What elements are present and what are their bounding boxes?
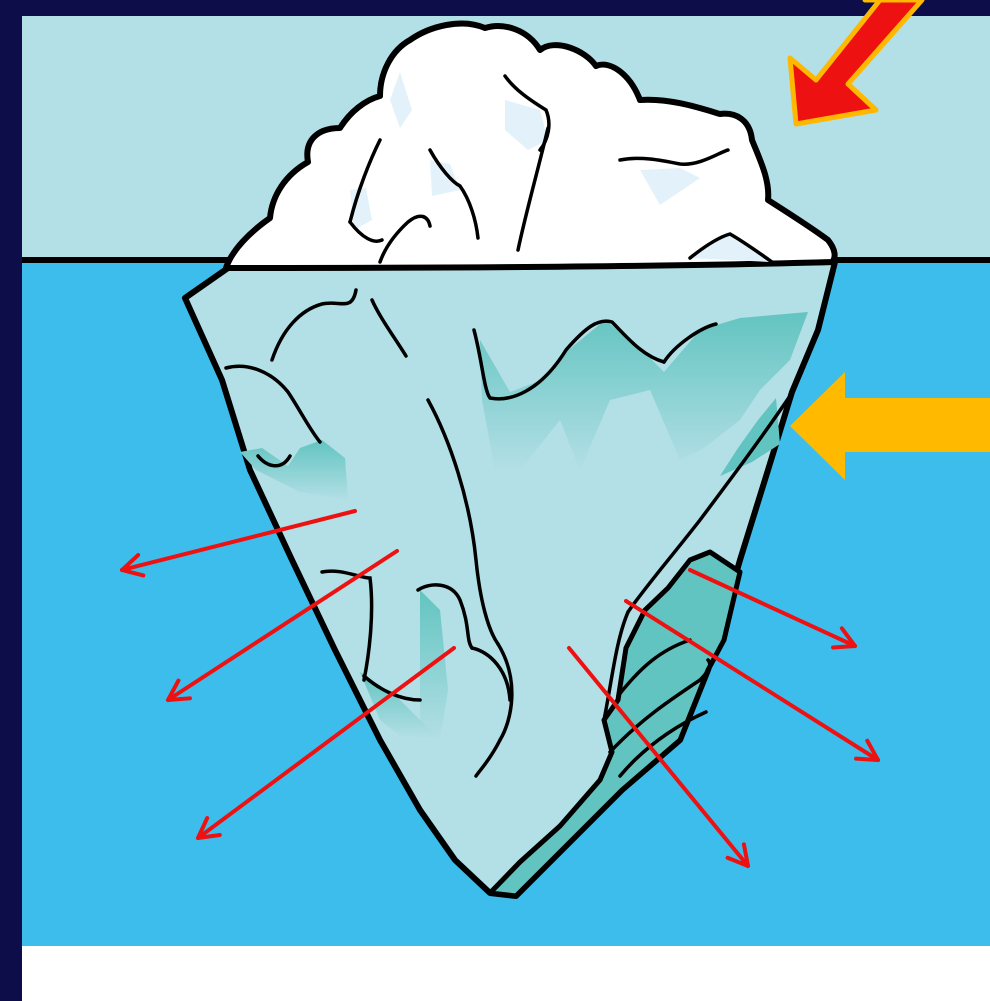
bottom-band <box>22 946 990 1001</box>
